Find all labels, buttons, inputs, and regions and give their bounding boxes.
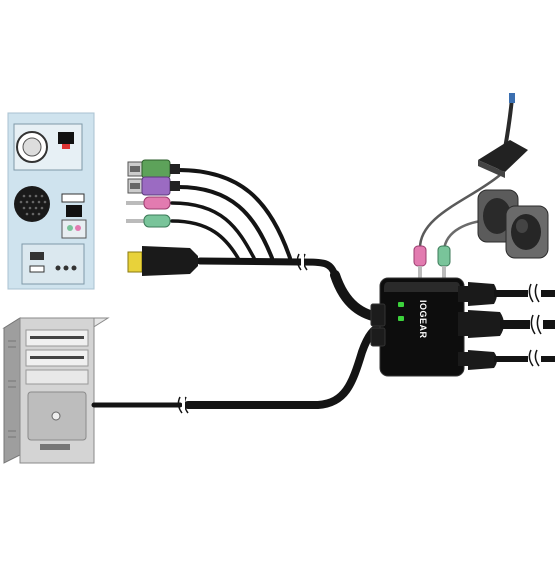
speaker-icon: [442, 189, 549, 259]
audio-plug-icon: [126, 214, 171, 228]
computer-tower-icon: [7, 112, 95, 290]
cable-break-marks: [177, 253, 308, 414]
desktop-tower-icon: [2, 317, 110, 464]
audio-plug-icon: [413, 245, 427, 278]
microphone-icon: [418, 93, 528, 249]
audio-plug-icon: [126, 196, 171, 210]
audio-plug-icon: [437, 245, 451, 278]
usb-plug-icon: [127, 176, 180, 196]
kvm-switch-icon: IOGEAR: [370, 277, 465, 377]
usb-plug-icon: [127, 159, 180, 179]
output-cables: [458, 282, 555, 370]
computer-cables: [91, 168, 387, 409]
led-indicator: [398, 302, 404, 307]
led-indicator: [398, 316, 404, 321]
hdmi-plug-icon: [127, 246, 198, 276]
brand-logo: IOGEAR: [418, 300, 428, 339]
